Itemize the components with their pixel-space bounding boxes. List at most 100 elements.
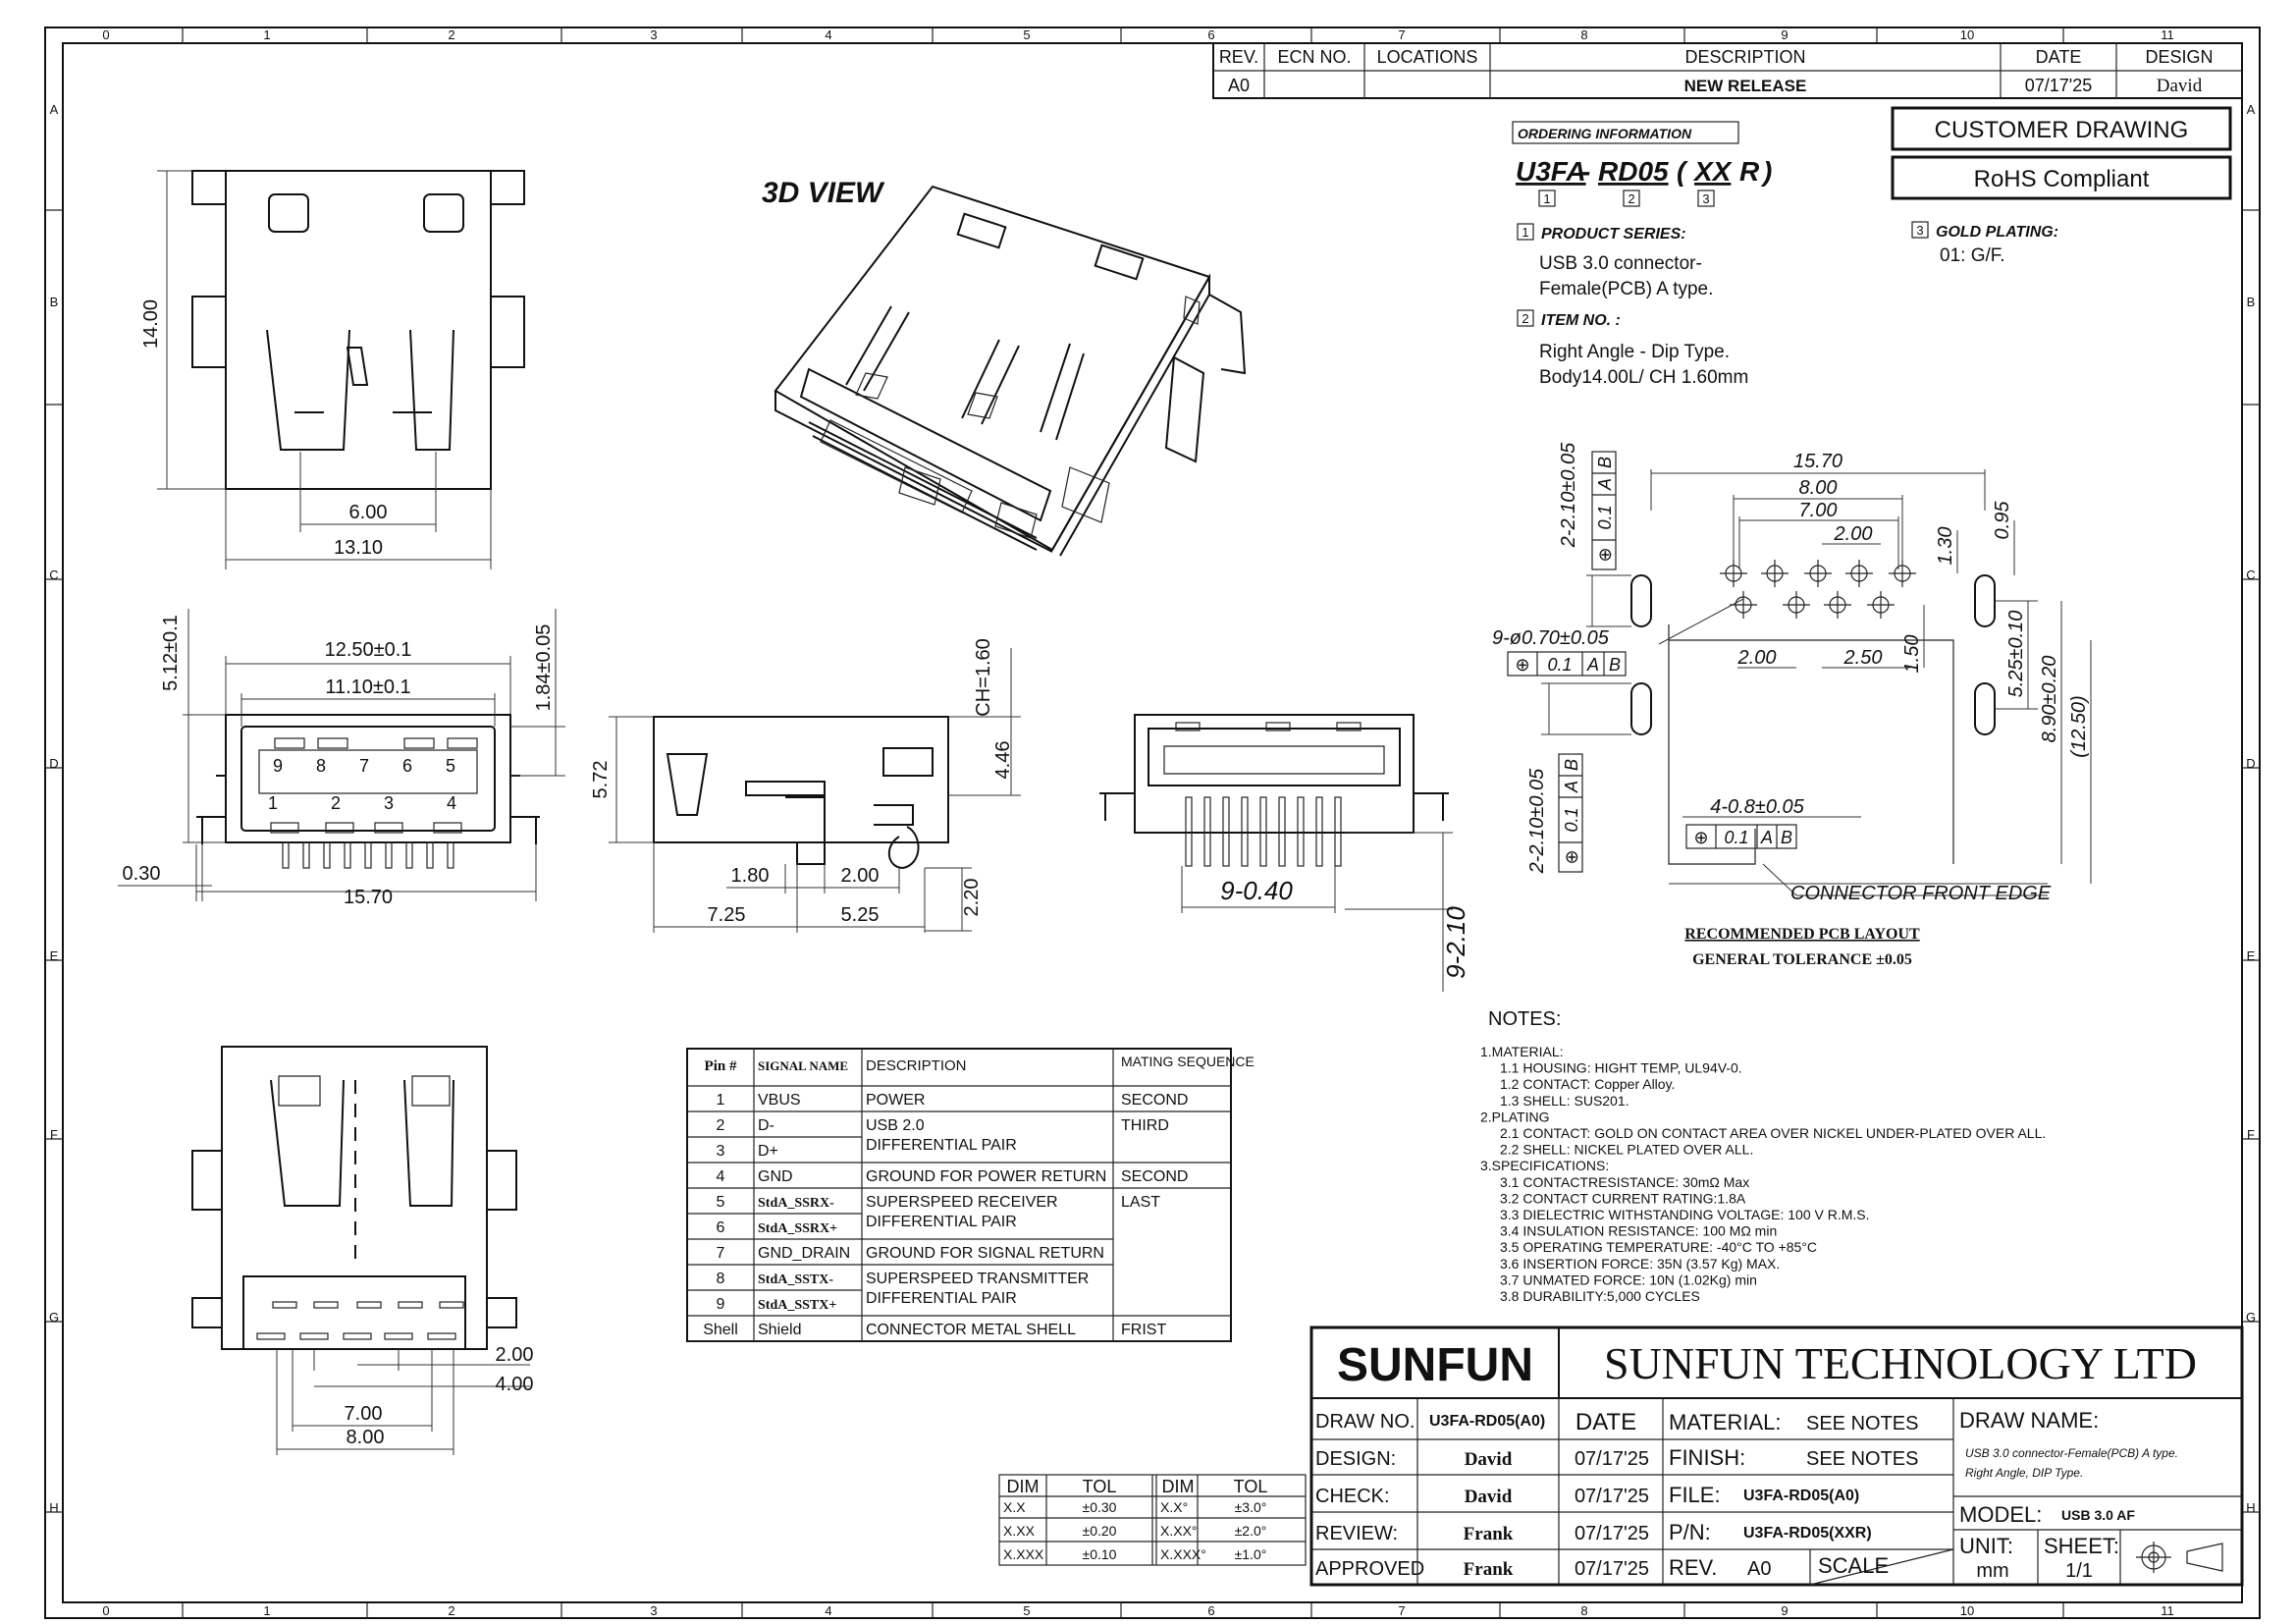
item-no-line-1: Right Angle - Dip Type. [1539, 342, 1730, 362]
pin-lead [302, 841, 310, 869]
pad-top [313, 1301, 339, 1309]
pin-lead [364, 841, 372, 869]
unit-value: mm [1976, 1560, 2008, 1582]
desc-cell: CONNECTOR METAL SHELL [866, 1322, 1076, 1338]
rear-pins [1185, 796, 1342, 867]
front-pin-6: 6 [402, 756, 412, 776]
pcb-tl-vert-dim: 2-2.10±0.05 [1558, 442, 1579, 548]
note-line: 2.1 CONTACT: GOLD ON CONTACT AREA OVER N… [1500, 1125, 2046, 1141]
pin-lead [323, 841, 331, 869]
note-line: 3.2 CONTACT CURRENT RATING:1.8A [1500, 1190, 1746, 1206]
sheet-value: 1/1 [2065, 1560, 2093, 1582]
ordering-code-close: ) [1760, 156, 1772, 187]
pin-lead [1241, 796, 1249, 867]
pcb-tolerance: GENERAL TOLERANCE ±0.05 [1692, 951, 1912, 968]
mating-cell: THIRD [1121, 1117, 1169, 1134]
top-width-dim: 13.10 [334, 537, 383, 559]
pin-lead [405, 841, 413, 869]
tb-row-name: David [1465, 1487, 1513, 1507]
border-ticks [45, 27, 2260, 1618]
desc-cell: DIFFERENTIAL PAIR [866, 1214, 1017, 1230]
bottom-dim-b: 4.00 [496, 1374, 534, 1395]
pin-cell: 6 [717, 1219, 725, 1236]
ordering-code-mid: RD05 [1598, 156, 1669, 187]
front-pin-5: 5 [446, 756, 455, 776]
signal-cell: D+ [758, 1143, 778, 1160]
tb-row-label: APPROVED [1315, 1558, 1424, 1580]
front-h-right-dim: 1.84±0.05 [533, 624, 555, 712]
item-no-marker: 2 [1522, 311, 1528, 326]
pin-lead [1185, 796, 1193, 867]
row-label: E [2247, 948, 2256, 963]
pin-lead [385, 841, 393, 869]
column-label: 7 [1398, 1603, 1405, 1618]
product-series-marker: 1 [1522, 225, 1528, 240]
pcb-x-250-dim: 2.50 [1843, 647, 1883, 669]
tol-h4: TOL [1234, 1477, 1268, 1496]
draw-name-line-2: Right Angle, DIP Type. [1965, 1466, 2083, 1480]
ordering-code-dash: - [1581, 156, 1590, 187]
tol-h2: TOL [1083, 1477, 1117, 1496]
fcf1-symbol: ⊕ [1515, 655, 1529, 675]
row-label: B [2247, 295, 2256, 309]
pad-top [272, 1301, 297, 1309]
column-label: 8 [1580, 1603, 1587, 1618]
column-label: 10 [1960, 27, 1974, 42]
bottom-dim-c: 7.00 [345, 1403, 383, 1425]
pad-bottom [427, 1332, 456, 1340]
note-line: 1.2 CONTACT: Copper Alloy. [1500, 1076, 1675, 1092]
column-label: 4 [825, 27, 831, 42]
front-pin-8: 8 [316, 756, 326, 776]
tol-dim: X.X [1003, 1499, 1026, 1515]
mating-cell: FRIST [1121, 1322, 1166, 1338]
pcb-layout: 15.70 8.00 7.00 2.00 1.30 0.95 1.50 2.00… [1492, 442, 2092, 968]
pin-cell: 7 [717, 1245, 725, 1262]
pad-bottom [343, 1332, 372, 1340]
unit-label: UNIT: [1959, 1534, 2013, 1558]
note-line: 1.1 HOUSING: HIGHT TEMP, UL94V-0. [1500, 1060, 1742, 1076]
logo: SUNFUN [1337, 1339, 1533, 1391]
desc-cell: DIFFERENTIAL PAIR [866, 1290, 1017, 1307]
note-line: 3.SPECIFICATIONS: [1480, 1158, 1609, 1173]
model-label: MODEL: [1959, 1502, 2042, 1527]
front-pin-1: 1 [268, 793, 278, 813]
side-ch-dim: CH=1.60 [973, 638, 994, 717]
column-label: 8 [1580, 27, 1587, 42]
pin-lead [1203, 796, 1211, 867]
date-value: 07/17'25 [2025, 76, 2093, 95]
pad-bottom [256, 1332, 286, 1340]
draw-no-value: U3FA-RD05(A0) [1429, 1413, 1545, 1430]
column-label: 3 [650, 27, 657, 42]
signal-cell: GND_DRAIN [758, 1245, 850, 1262]
pin-cell: 2 [717, 1117, 725, 1134]
draw-name-label: DRAW NAME: [1959, 1408, 2099, 1433]
design-value: David [2157, 76, 2203, 96]
file-value: U3FA-RD05(A0) [1743, 1488, 1859, 1504]
pcb-x-200-dim: 2.00 [1737, 647, 1777, 669]
desc-cell: POWER [866, 1092, 925, 1109]
tol-dim: X.XXX° [1160, 1546, 1206, 1562]
contact-bottom [325, 822, 354, 834]
marker-2: 2 [1628, 191, 1634, 206]
tol-value: ±0.10 [1083, 1546, 1117, 1562]
column-label: 0 [102, 1603, 109, 1618]
file-label: FILE: [1669, 1483, 1721, 1507]
item-no-line-2: Body14.00L/ CH 1.60mm [1539, 367, 1748, 388]
ecn-header: ECN NO. [1277, 47, 1351, 67]
material-value: SEE NOTES [1806, 1413, 1918, 1435]
desc-cell: SUPERSPEED TRANSMITTER [866, 1271, 1089, 1287]
pn-value: U3FA-RD05(XXR) [1743, 1525, 1872, 1542]
note-line: 3.5 OPERATING TEMPERATURE: -40°C TO +85°… [1500, 1239, 1817, 1255]
tb-row-name: Frank [1464, 1559, 1514, 1580]
ordering-heading: ORDERING INFORMATION [1518, 126, 1692, 141]
fcf2-symbol: ⊕ [1595, 547, 1615, 562]
mating-cell: SECOND [1121, 1168, 1188, 1185]
ordering-code-xx: XX [1692, 156, 1734, 187]
row-label: F [50, 1127, 58, 1142]
note-line: 1.MATERIAL: [1480, 1044, 1564, 1059]
pin-cell: 9 [717, 1296, 725, 1313]
signal-cell: Shield [758, 1322, 801, 1338]
side-height-dim: 5.72 [590, 761, 612, 799]
pin-lead [1222, 796, 1230, 867]
